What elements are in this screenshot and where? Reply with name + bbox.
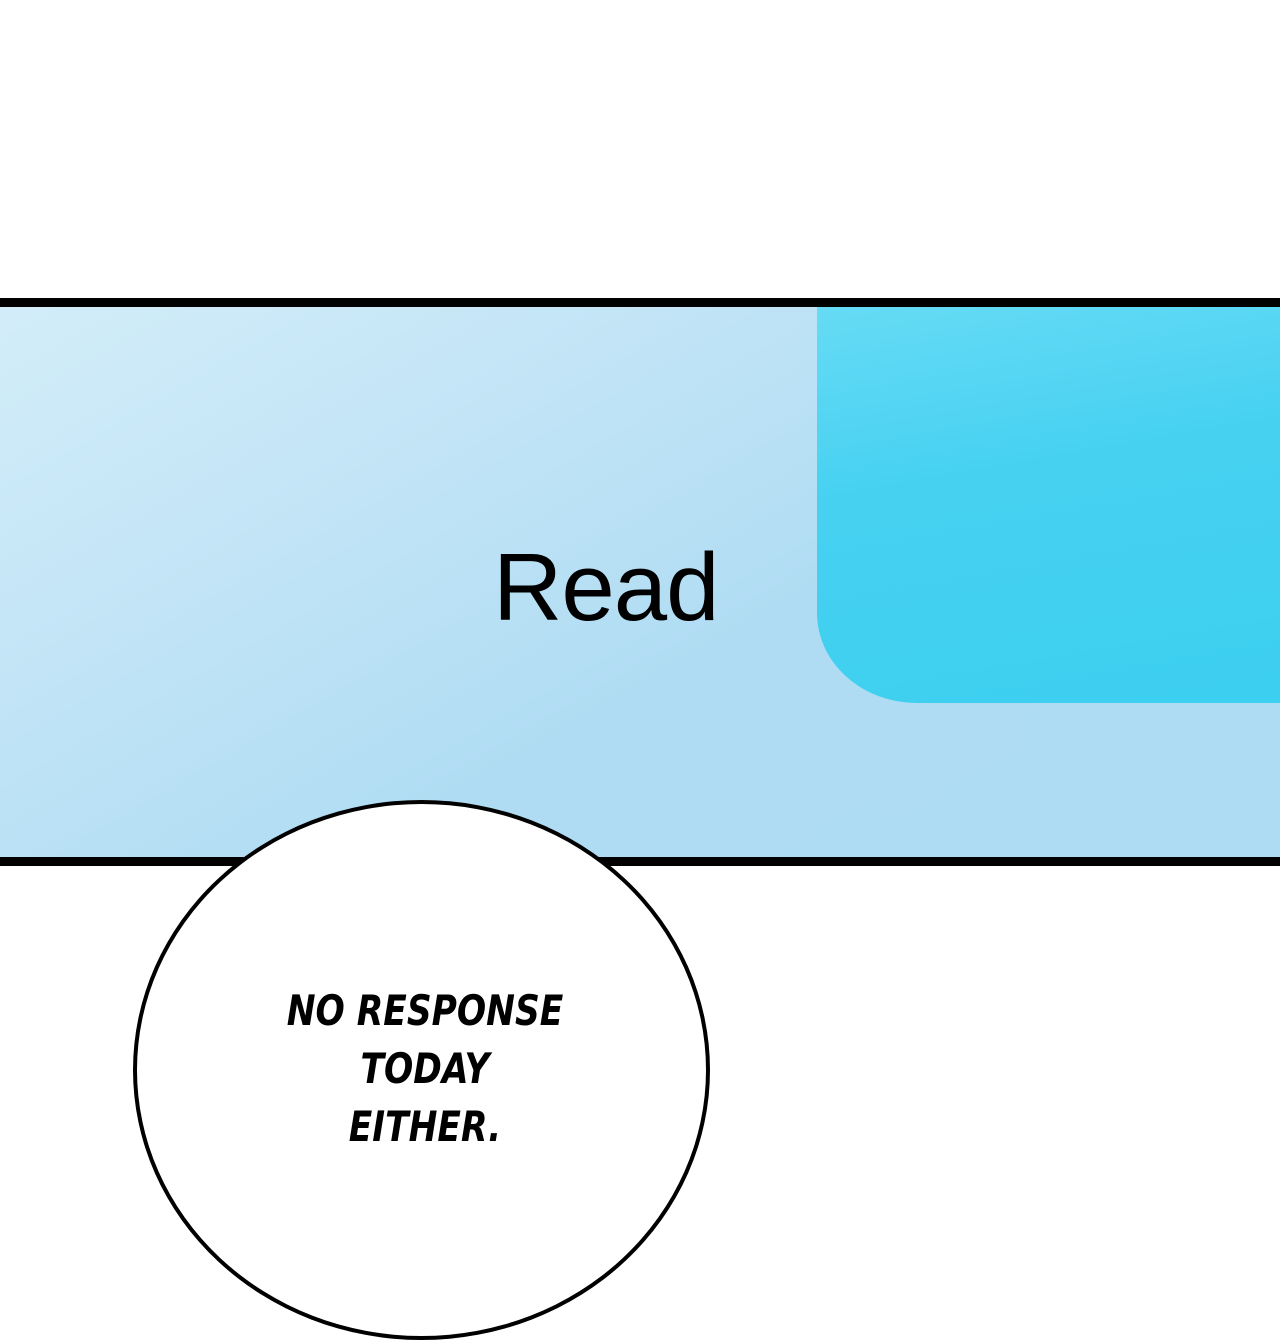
message-bubble-shape [817, 307, 1280, 703]
speech-line-1: NO RESPONSE [286, 986, 564, 1035]
comic-panel: Read [0, 298, 1280, 866]
speech-bubble-text: NO RESPONSE TODAY EITHER. [286, 982, 565, 1156]
read-status-label: Read [493, 534, 719, 641]
speech-line-2: TODAY EITHER. [348, 1044, 502, 1151]
